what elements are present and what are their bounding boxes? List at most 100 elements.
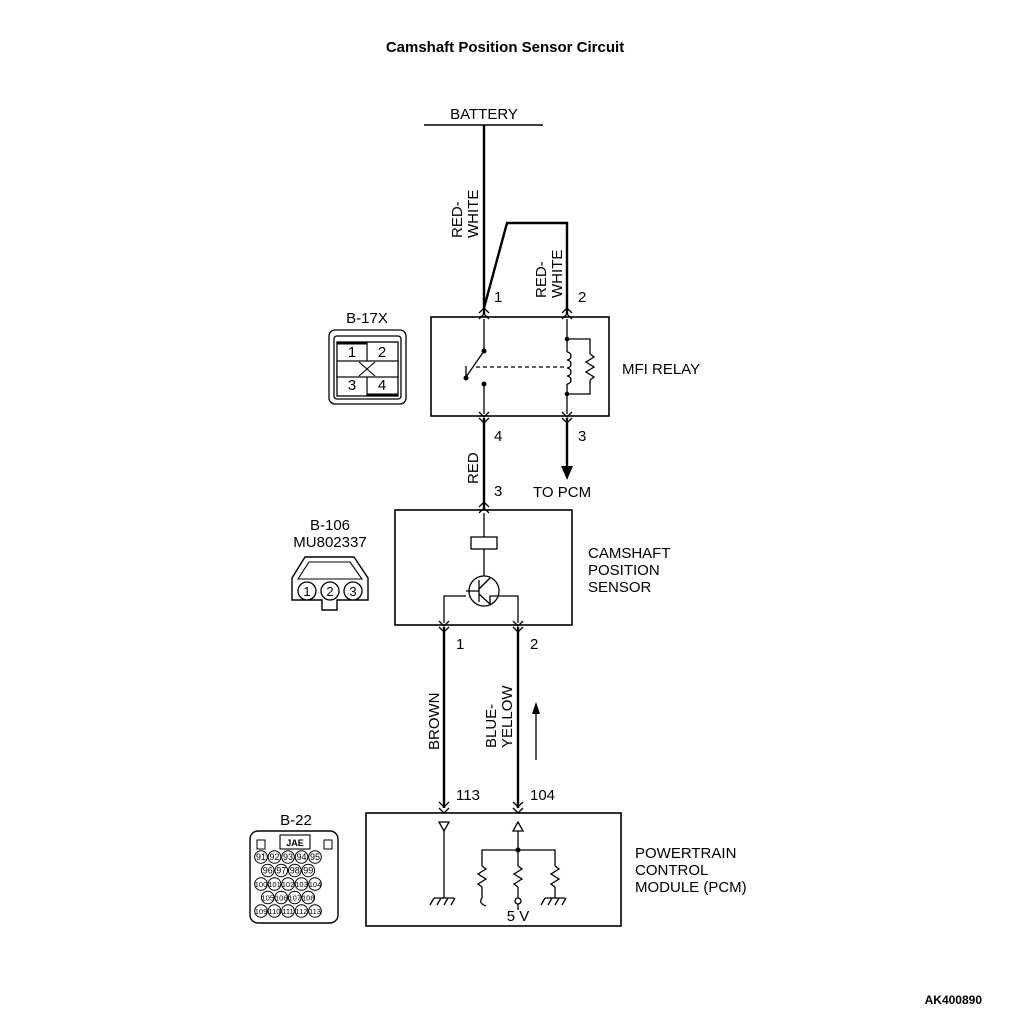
b106-pin-2: 2 xyxy=(326,584,333,599)
b22-pin-circle xyxy=(254,904,268,918)
b22-pin-111: 111 xyxy=(282,907,293,916)
connector-b106 xyxy=(291,556,369,611)
b22-pin-93: 93 xyxy=(283,852,293,862)
b22-pin-108: 108 xyxy=(302,894,315,903)
svg-text:RED-: RED- xyxy=(533,261,550,298)
wire-label-red: RED xyxy=(465,452,482,484)
b22-pin-104: 104 xyxy=(309,880,322,889)
wire-relay-jumper xyxy=(482,221,569,314)
b22-pin-circle xyxy=(301,890,316,905)
b22-pin-circle xyxy=(281,877,295,891)
b17x-cell-3: 3 xyxy=(348,377,356,394)
b22-pin-112: 112 xyxy=(296,907,308,916)
svg-text:BROWN: BROWN xyxy=(426,693,443,751)
b22-pin-circle xyxy=(274,863,289,878)
b22-pin-circle xyxy=(294,877,309,891)
b22-pin-circle xyxy=(308,850,322,864)
svg-text:WHITE: WHITE xyxy=(549,250,566,298)
b22-pin-110: 110 xyxy=(269,907,281,916)
svg-text:BLUE-: BLUE- xyxy=(483,704,500,748)
svg-text:RED-: RED- xyxy=(449,201,466,238)
pin-sensor-2: 2 xyxy=(530,636,538,653)
svg-text:SENSOR: SENSOR xyxy=(588,579,652,596)
mfi-relay-box xyxy=(430,316,610,417)
connector-chevrons-sensor-bottom xyxy=(438,620,524,633)
pcm-input-circuit xyxy=(476,820,567,910)
sensor-label: CAMSHAFT POSITION SENSOR xyxy=(588,545,671,596)
b22-pin-circle xyxy=(294,850,309,864)
wire-label-red-white-2: RED- WHITE xyxy=(533,250,566,298)
pin-sensor-1: 1 xyxy=(456,636,464,653)
wire-label-brown: BROWN xyxy=(426,693,443,751)
b22-pin-circle xyxy=(254,850,268,864)
b22-pin-105: 105 xyxy=(261,894,274,903)
b22-pin-circle xyxy=(267,877,282,891)
svg-text:RED: RED xyxy=(465,452,482,484)
connector-chevrons-relay-bottom xyxy=(478,411,573,424)
b22-pin-circle xyxy=(260,890,275,905)
svg-text:POWERTRAIN: POWERTRAIN xyxy=(635,845,736,862)
pcm-label: POWERTRAIN CONTROL MODULE (PCM) xyxy=(635,845,747,896)
svg-text:CONTROL: CONTROL xyxy=(635,862,708,879)
relay-coil xyxy=(564,319,596,414)
connector-b17x-label: B-17X xyxy=(346,310,388,327)
to-pcm-label: TO PCM xyxy=(533,484,591,501)
figure-id: AK400890 xyxy=(925,993,983,1007)
b22-pin-103: 103 xyxy=(295,880,308,889)
b22-pin-107: 107 xyxy=(288,894,301,903)
b22-pin-98: 98 xyxy=(290,866,300,876)
svg-text:YELLOW: YELLOW xyxy=(499,685,516,748)
b22-pin-circle xyxy=(281,850,295,864)
svg-text:POSITION: POSITION xyxy=(588,562,660,579)
b17x-cell-2: 2 xyxy=(378,344,386,361)
diagram-title: Camshaft Position Sensor Circuit xyxy=(386,39,624,56)
b22-pin-95: 95 xyxy=(310,852,320,862)
svg-text:WHITE: WHITE xyxy=(465,190,482,238)
b17x-cell-4: 4 xyxy=(378,377,386,394)
pcm-voltage-label: 5 V xyxy=(507,908,530,925)
b22-pin-106: 106 xyxy=(275,894,288,903)
connector-b106-label: B-106 xyxy=(310,517,350,534)
b22-pin-96: 96 xyxy=(263,866,273,876)
b22-pin-circle xyxy=(254,877,268,891)
b22-pin-circle xyxy=(274,890,289,905)
b22-pin-102: 102 xyxy=(282,880,295,889)
pin-relay-1: 1 xyxy=(494,289,502,306)
b22-pin-109: 109 xyxy=(255,907,268,916)
b22-pin-circle xyxy=(281,904,295,918)
pin-sensor-3: 3 xyxy=(494,483,502,500)
pin-relay-2: 2 xyxy=(578,289,586,306)
mfi-relay-label: MFI RELAY xyxy=(622,361,700,378)
svg-text:CAMSHAFT: CAMSHAFT xyxy=(588,545,671,562)
b22-pin-circle xyxy=(294,904,309,918)
b22-pin-circle xyxy=(301,863,316,878)
connector-b106-part: MU802337 xyxy=(293,534,366,551)
connector-b22-label: B-22 xyxy=(280,812,312,829)
b106-pin-3: 3 xyxy=(349,584,356,599)
sensor-box xyxy=(394,509,573,626)
b22-pin-circle xyxy=(267,904,282,918)
pin-pcm-104: 104 xyxy=(530,787,555,804)
pcm-ground-circuit xyxy=(429,821,456,906)
b22-pin-101: 101 xyxy=(268,880,281,889)
b22-pin-circle xyxy=(287,890,302,905)
wire-label-red-white-1: RED- WHITE xyxy=(449,190,482,238)
b22-pin-circle xyxy=(267,850,282,864)
b22-pin-circle xyxy=(308,877,322,891)
wire-label-blue-yellow: BLUE- YELLOW xyxy=(483,685,516,748)
connector-chevrons-pcm-top xyxy=(438,801,524,814)
battery-label: BATTERY xyxy=(450,106,518,123)
b22-pin-91: 91 xyxy=(256,852,266,862)
relay-switch xyxy=(463,319,564,414)
b22-pin-circle xyxy=(260,863,275,878)
b22-pin-97: 97 xyxy=(276,866,286,876)
b22-pin-94: 94 xyxy=(296,852,306,862)
b22-brand: JAE xyxy=(286,838,304,848)
signal-direction-arrow xyxy=(532,702,540,760)
pin-relay-3: 3 xyxy=(578,428,586,445)
b17x-cell-1: 1 xyxy=(348,344,356,361)
sensor-internals xyxy=(443,513,519,623)
b22-pin-circle xyxy=(308,904,322,918)
